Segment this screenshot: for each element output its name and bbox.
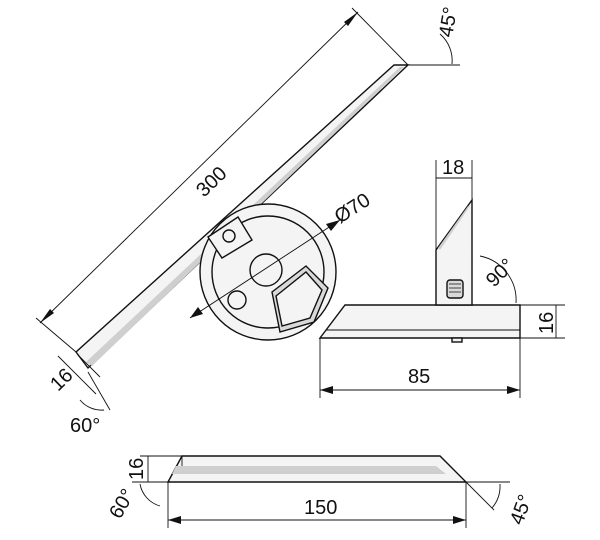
dia-arrow-right xyxy=(326,220,340,231)
bl-angle-arc xyxy=(139,483,161,507)
bottom-length-dimension: 150 xyxy=(167,482,467,528)
blade-length-line xyxy=(39,11,359,324)
blade-clamp-screw xyxy=(222,229,236,243)
bottom-left-angle-label: 60° xyxy=(105,485,139,522)
sq-angle-arc xyxy=(479,255,517,304)
bottom-view-bevel xyxy=(172,466,446,474)
dia-arrow-left xyxy=(190,307,203,318)
square-width-dimension: 18 xyxy=(435,157,473,250)
blade-end-dimensions: 16 60° xyxy=(46,355,111,437)
square-bevel xyxy=(438,206,470,250)
blade-tip-angle: 45° xyxy=(408,5,462,66)
square xyxy=(435,197,473,306)
bottom-height-label: 16 xyxy=(126,458,148,480)
bottom-right-angle-label: 45° xyxy=(506,492,537,528)
blade-end-ref xyxy=(87,371,111,411)
blade-length-ext-right xyxy=(351,7,409,66)
stock-length-label: 85 xyxy=(408,366,430,388)
tip-arc xyxy=(439,33,453,65)
arrow-left xyxy=(40,309,54,323)
dial xyxy=(199,203,337,341)
bottom-left-angle: 60° xyxy=(105,481,168,523)
square-angle-label: 90° xyxy=(482,255,519,292)
square-screw xyxy=(446,279,464,299)
dial-lock-hole xyxy=(227,290,247,310)
blade-end-angle-label: 60° xyxy=(70,415,100,437)
dial-diameter-line xyxy=(189,219,341,319)
stock-height-dimension: 16 xyxy=(520,304,565,339)
blade-end-arc xyxy=(79,399,105,411)
blade-tip-angle-label: 45° xyxy=(435,5,462,39)
stock-body xyxy=(318,304,521,339)
square-width-label: 18 xyxy=(442,157,464,179)
bottom-right-angle: 45° xyxy=(465,481,537,528)
arrow-right xyxy=(344,12,358,26)
dial-lock-knob-face xyxy=(275,271,323,327)
blade-length-ext-left xyxy=(35,317,77,353)
stock-height-label: 16 xyxy=(536,312,558,334)
bottom-length-label: 150 xyxy=(304,497,337,519)
stock xyxy=(318,304,521,343)
blade-width-line xyxy=(57,355,97,395)
bottom-view xyxy=(166,455,468,483)
blade-width-label: 16 xyxy=(46,364,77,395)
blade-end-edge xyxy=(77,354,101,378)
br-angle-arc xyxy=(491,483,501,509)
stock-length-dimension: 85 xyxy=(319,338,521,398)
dial-center-hole xyxy=(249,253,283,287)
stock-pin xyxy=(451,337,463,343)
square-angle: 90° xyxy=(479,255,519,304)
